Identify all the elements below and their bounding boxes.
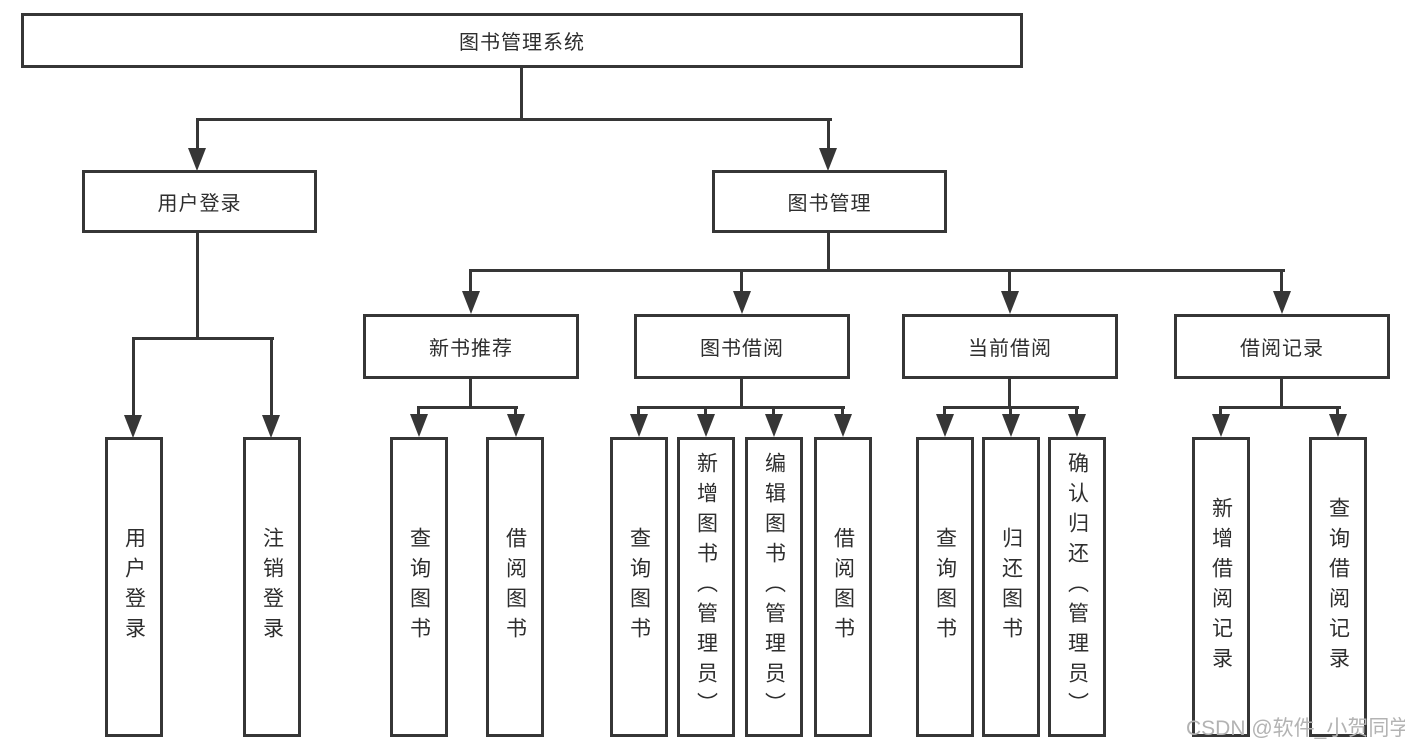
arrow-down-icon: [936, 414, 954, 437]
node-book-management-label: 图书管理: [787, 193, 872, 215]
leaf-edit-books-admin-label: 编辑图书（管理员）: [762, 452, 786, 722]
root-node-label: 图书管理系统: [459, 32, 585, 54]
arrow-down-icon: [697, 414, 715, 437]
connector-line: [740, 269, 743, 294]
arrow-down-icon: [1329, 414, 1347, 437]
connector-line: [637, 406, 845, 409]
connector-line: [196, 118, 199, 152]
node-new-book-recommend-label: 新书推荐: [429, 338, 513, 360]
leaf-logout-box: 注销登录: [243, 437, 301, 737]
leaf-return-books-box: 归还图书: [982, 437, 1040, 737]
leaf-add-books-admin-box: 新增图书（管理员）: [677, 437, 735, 737]
connector-line: [469, 269, 472, 294]
connector-line: [196, 231, 199, 340]
leaf-user-login-label: 用户登录: [122, 527, 146, 647]
leaf-add-borrow-record-box: 新增借阅记录: [1192, 437, 1250, 737]
node-borrow-record-label: 借阅记录: [1240, 338, 1324, 360]
leaf-edit-books-admin-box: 编辑图书（管理员）: [745, 437, 803, 737]
node-book-borrow-box: 图书借阅: [634, 314, 850, 379]
connector-line: [772, 406, 775, 418]
arrow-down-icon: [1068, 414, 1086, 437]
connector-line: [469, 269, 1285, 272]
connector-line: [1219, 406, 1341, 409]
node-book-borrow-label: 图书借阅: [700, 338, 784, 360]
arrow-down-icon: [1002, 414, 1020, 437]
connector-line: [270, 337, 273, 417]
leaf-logout-label: 注销登录: [260, 527, 284, 647]
node-current-borrow-label: 当前借阅: [968, 338, 1052, 360]
connector-line: [1219, 406, 1222, 418]
connector-line: [1008, 269, 1011, 294]
node-new-book-recommend-box: 新书推荐: [363, 314, 579, 379]
connector-line: [514, 406, 517, 418]
connector-line: [841, 406, 844, 418]
connector-line: [520, 66, 523, 121]
leaf-query-borrow-record-box: 查询借阅记录: [1309, 437, 1367, 737]
connector-line: [943, 406, 946, 418]
connector-line: [132, 337, 135, 417]
arrow-down-icon: [188, 148, 206, 171]
leaf-return-books-label: 归还图书: [999, 527, 1023, 647]
connector-line: [1008, 377, 1011, 409]
leaf-query-books-box: 查询图书: [610, 437, 668, 737]
leaf-query-books-label: 查询图书: [627, 527, 651, 647]
connector-line: [1280, 377, 1283, 409]
connector-line: [1280, 269, 1283, 294]
node-current-borrow-box: 当前借阅: [902, 314, 1118, 379]
leaf-query-books-box: 查询图书: [390, 437, 448, 737]
connector-line: [637, 406, 640, 418]
leaf-add-books-admin-label: 新增图书（管理员）: [694, 452, 718, 722]
arrow-down-icon: [630, 414, 648, 437]
leaf-confirm-return-admin-label: 确认归还（管理员）: [1065, 452, 1089, 722]
arrow-down-icon: [1273, 291, 1291, 314]
arrow-down-icon: [765, 414, 783, 437]
leaf-add-borrow-record-label: 新增借阅记录: [1209, 497, 1233, 677]
arrow-down-icon: [819, 148, 837, 171]
node-user-login-label: 用户登录: [157, 193, 242, 215]
arrow-down-icon: [262, 415, 280, 438]
node-user-login-box: 用户登录: [82, 170, 317, 233]
connector-line: [1075, 406, 1078, 418]
leaf-user-login-box: 用户登录: [105, 437, 163, 737]
arrow-down-icon: [462, 291, 480, 314]
connector-line: [417, 406, 420, 418]
leaf-borrow-books-box: 借阅图书: [486, 437, 544, 737]
csdn-watermark: CSDN @软件_小贺同学: [1186, 717, 1405, 740]
leaf-query-books-label: 查询图书: [933, 527, 957, 647]
leaf-query-borrow-record-label: 查询借阅记录: [1326, 497, 1350, 677]
connector-line: [740, 377, 743, 409]
leaf-query-books-box: 查询图书: [916, 437, 974, 737]
leaf-borrow-books-label: 借阅图书: [831, 527, 855, 647]
leaf-borrow-books-label: 借阅图书: [503, 527, 527, 647]
connector-line: [417, 406, 518, 409]
connector-line: [704, 406, 707, 418]
root-node-box: 图书管理系统: [21, 13, 1023, 68]
connector-line: [1336, 406, 1339, 418]
node-borrow-record-box: 借阅记录: [1174, 314, 1390, 379]
arrow-down-icon: [410, 414, 428, 437]
leaf-borrow-books-box: 借阅图书: [814, 437, 872, 737]
leaf-query-books-label: 查询图书: [407, 527, 431, 647]
connector-line: [132, 337, 274, 340]
connector-line: [827, 118, 830, 152]
connector-line: [1009, 406, 1012, 418]
connector-line: [827, 231, 830, 272]
connector-line: [469, 377, 472, 409]
node-book-management-box: 图书管理: [712, 170, 947, 233]
connector-line: [196, 118, 832, 121]
arrow-down-icon: [834, 414, 852, 437]
arrow-down-icon: [124, 415, 142, 438]
arrow-down-icon: [1212, 414, 1230, 437]
arrow-down-icon: [1001, 291, 1019, 314]
leaf-confirm-return-admin-box: 确认归还（管理员）: [1048, 437, 1106, 737]
arrow-down-icon: [507, 414, 525, 437]
arrow-down-icon: [733, 291, 751, 314]
